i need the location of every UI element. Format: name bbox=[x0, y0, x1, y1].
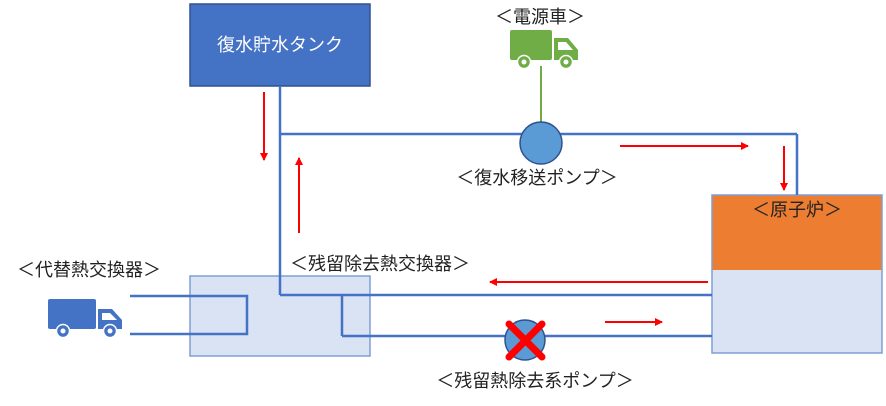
condensate-transfer-pump-label: ＜復水移送ポンプ＞ bbox=[456, 168, 617, 189]
flow-arrows bbox=[260, 92, 788, 326]
cross-icon bbox=[505, 320, 546, 361]
reactor-label: ＜原子炉＞ bbox=[752, 200, 842, 221]
rhr-pump-label: ＜残留熱除去系ポンプ＞ bbox=[436, 371, 633, 392]
alternate-truck-cargo bbox=[48, 299, 96, 329]
alternate-truck-icon bbox=[48, 299, 122, 339]
condensate-tank-label: 復水貯水タンク bbox=[217, 35, 343, 56]
rhr-heat-exchanger-label: ＜残留除去熱交換器＞ bbox=[290, 254, 470, 275]
reactor-lower bbox=[712, 270, 882, 353]
reactor: ＜原子炉＞ bbox=[711, 194, 883, 354]
power-truck-window bbox=[558, 42, 573, 50]
condensate-transfer-pump bbox=[519, 121, 563, 165]
pipe-alternate-loop bbox=[130, 294, 249, 336]
power-truck-hub-front bbox=[563, 59, 569, 65]
power-truck-hub-rear bbox=[521, 59, 527, 65]
alternate-truck-hub-rear bbox=[60, 328, 66, 334]
alternate-truck-hub-front bbox=[107, 328, 113, 334]
power-truck-label: ＜電源車＞ bbox=[495, 7, 585, 28]
power-truck-icon bbox=[510, 30, 578, 70]
alternate-heat-exchanger-label: ＜代替熱交換器＞ bbox=[17, 260, 161, 281]
condensate-tank-box bbox=[189, 3, 371, 87]
alternate-truck-window bbox=[102, 313, 117, 320]
condensate-tank: 復水貯水タンク bbox=[189, 3, 371, 87]
reactor-upper bbox=[712, 195, 882, 270]
power-truck-cargo bbox=[510, 30, 552, 60]
cross-stroke-2 bbox=[505, 320, 546, 361]
